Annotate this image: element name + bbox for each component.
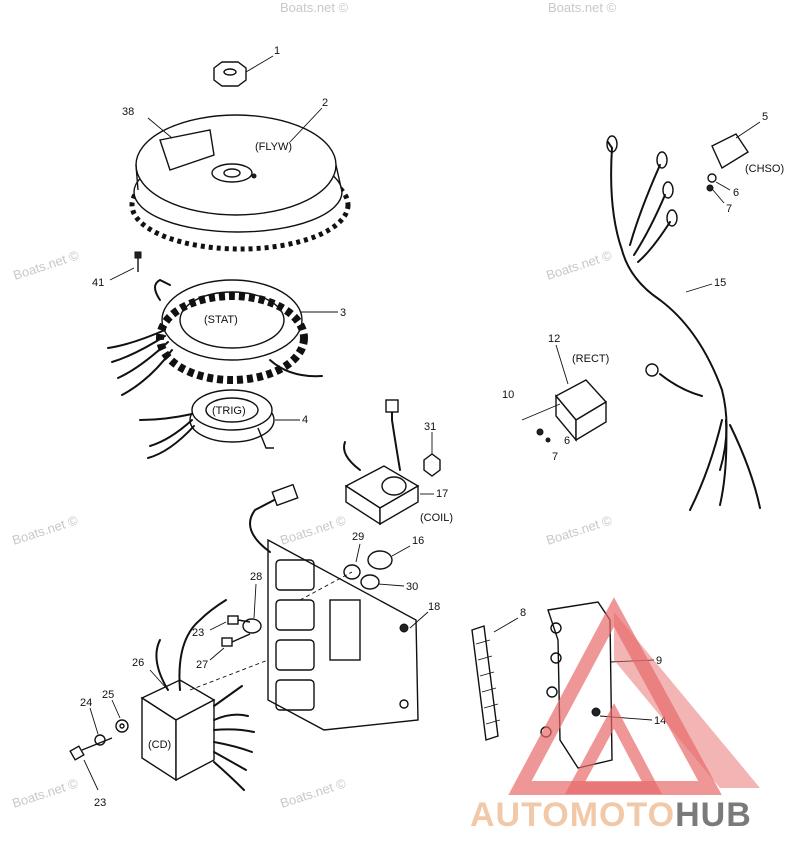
callout-25: 25 xyxy=(102,689,114,701)
callout-7: 7 xyxy=(726,203,732,215)
watermark: Boats.net © xyxy=(544,512,614,547)
part-capacitor xyxy=(343,543,411,590)
callout-27: 27 xyxy=(196,659,208,671)
callout-31: 31 xyxy=(424,421,436,433)
part-screws-28 xyxy=(209,583,262,661)
part-terminal-strip xyxy=(471,617,519,741)
part-washers xyxy=(69,699,129,791)
brand-moto: MOTO xyxy=(570,796,675,834)
callout-23b: 23 xyxy=(94,797,106,809)
part-screw-41 xyxy=(109,251,142,281)
callout-30: 30 xyxy=(406,581,418,593)
label-choke-solenoid: (CHSO) xyxy=(745,163,784,175)
part-nut-31 xyxy=(423,432,441,477)
callout-29: 29 xyxy=(352,531,364,543)
label-coil: (COIL) xyxy=(420,512,453,524)
callout-6: 6 xyxy=(733,187,739,199)
label-rectifier: (RECT) xyxy=(572,353,609,365)
callout-10: 10 xyxy=(502,389,514,401)
callout-17: 17 xyxy=(436,488,448,500)
callout-2: 2 xyxy=(322,97,328,109)
callout-9: 9 xyxy=(656,655,662,667)
callout-24: 24 xyxy=(80,697,92,709)
callout-28: 28 xyxy=(250,571,262,583)
watermark: Boats.net © xyxy=(11,247,81,282)
part-cd-module xyxy=(140,599,255,791)
part-harness xyxy=(606,135,761,511)
part-coil xyxy=(343,399,434,526)
label-trigger: (TRIG) xyxy=(212,405,246,417)
watermark: Boats.net © xyxy=(544,247,614,282)
part-stator xyxy=(107,278,338,396)
watermark: Boats.net © xyxy=(278,775,348,810)
part-choke-solenoid xyxy=(706,121,761,204)
label-flywheel: (FLYW) xyxy=(255,141,292,153)
part-flywheel xyxy=(129,107,351,252)
label-cd-module: (CD) xyxy=(148,739,171,751)
callout-5: 5 xyxy=(762,111,768,123)
part-rectifier xyxy=(521,344,608,443)
watermark: Boats.net © xyxy=(280,0,349,15)
callout-38: 38 xyxy=(122,106,134,118)
watermark: Boats.net © xyxy=(278,512,348,547)
callout-7b: 7 xyxy=(552,451,558,463)
brand-logo xyxy=(508,597,760,795)
callout-23: 23 xyxy=(192,627,204,639)
callout-26: 26 xyxy=(132,657,144,669)
callout-3: 3 xyxy=(340,307,346,319)
brand-hub: HUB xyxy=(675,796,752,834)
part-trigger xyxy=(139,389,300,459)
callout-18: 18 xyxy=(428,601,440,613)
brand-auto: AUTO xyxy=(470,796,570,834)
watermark: Boats.net © xyxy=(10,775,80,810)
part-mounting-plate xyxy=(249,483,429,731)
watermark: Boats.net © xyxy=(10,512,80,547)
brand-text: AUTOMOTOHUB xyxy=(470,796,752,834)
leader-lines xyxy=(189,571,353,691)
watermark: Boats.net © xyxy=(548,0,617,15)
callout-8: 8 xyxy=(520,607,526,619)
callout-1: 1 xyxy=(274,45,280,57)
callout-4: 4 xyxy=(302,414,308,426)
callout-12: 12 xyxy=(548,333,560,345)
callout-41: 41 xyxy=(92,277,104,289)
callout-16: 16 xyxy=(412,535,424,547)
label-stator: (STAT) xyxy=(204,314,238,326)
part-nut xyxy=(213,55,274,87)
callout-6b: 6 xyxy=(564,435,570,447)
callout-15: 15 xyxy=(714,277,726,289)
